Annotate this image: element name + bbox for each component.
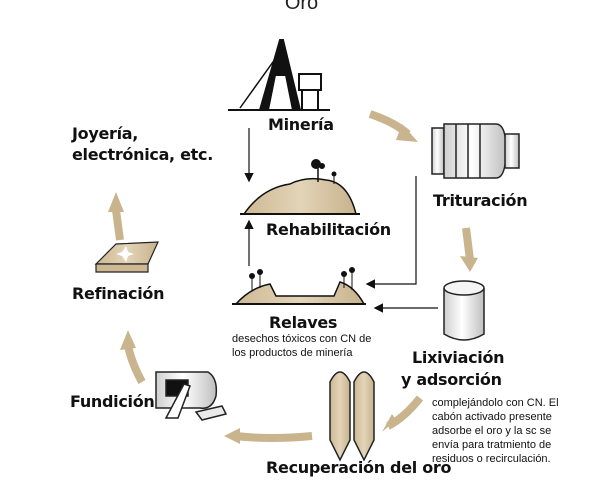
flow-arrows: [112, 110, 474, 442]
label-adsorcion: y adsorción: [401, 370, 502, 389]
leach-tank-icon: [443, 280, 485, 341]
label-refinacion: Refinación: [72, 284, 165, 303]
rehabilitation-mound-icon: [240, 159, 360, 215]
label-lixiviacion: Lixiviación: [412, 348, 505, 367]
lix-note-line: cabón activado presente: [432, 411, 552, 423]
relaves-note: desechos tóxicos con CN de los productos…: [232, 332, 371, 360]
relaves-note-line: los productos de minería: [232, 347, 353, 359]
label-fundicion: Fundición: [70, 392, 155, 411]
tailings-pond-icon: [232, 267, 366, 305]
lix-note-line: adsorbe el oro y la sc se: [432, 425, 552, 437]
lixiviacion-note: complejándolo con CN. El cabón activado …: [432, 396, 559, 466]
recovery-columns-icon: [329, 371, 375, 462]
label-electronica: electrónica, etc.: [72, 145, 213, 164]
lix-note-line: complejándolo con CN. El: [432, 397, 559, 409]
label-mineria: Minería: [268, 115, 334, 134]
process-arrows: [244, 128, 438, 313]
crusher-icon: [431, 123, 520, 179]
mining-headframe-icon: [228, 39, 330, 111]
label-rehabilitacion: Rehabilitación: [266, 220, 391, 239]
relaves-note-line: desechos tóxicos con CN de: [232, 333, 372, 345]
smelting-furnace-icon: [155, 371, 228, 421]
lix-note-line: envía para tratmiento de: [432, 439, 552, 451]
lix-note-line: residuos o recirculación.: [432, 453, 551, 465]
gold-bar-icon: [94, 241, 159, 273]
label-relaves: Relaves: [269, 313, 338, 332]
label-trituracion: Trituración: [433, 191, 528, 210]
diagram-title: Oro: [284, 0, 319, 14]
label-joyeria: Joyería,: [72, 124, 139, 143]
label-recuperacion: Recuperación del oro: [266, 458, 452, 477]
